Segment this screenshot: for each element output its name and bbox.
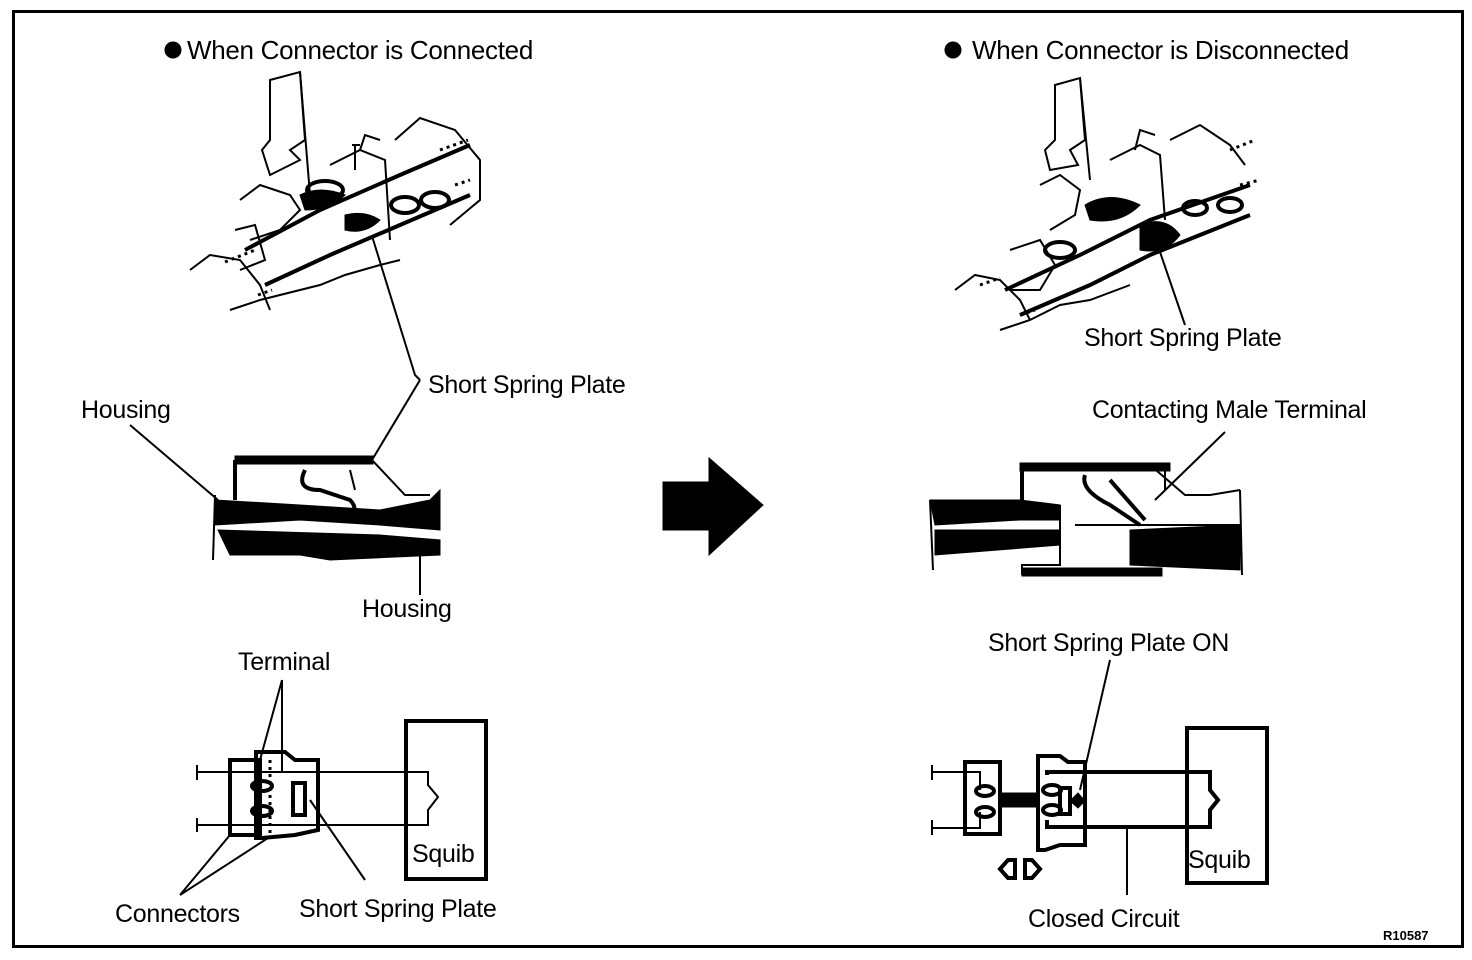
bullet-icon [944,41,962,59]
label-connectors: Connectors [115,900,240,928]
label-short-spring-plate-right: Short Spring Plate [1084,324,1282,352]
connected-circuit-schematic [196,719,488,881]
disconnected-connector-illustration [954,76,1261,331]
disconnected-circuit-schematic [931,726,1269,885]
label-squib-left: Squib [412,840,475,868]
leader-line [309,799,366,881]
label-squib-right: Squib [1188,846,1251,874]
bullet-icon [164,41,182,59]
connected-cross-section [212,455,441,561]
label-housing-bottom: Housing [362,595,452,623]
label-short-spring-plate-top: Short Spring Plate [428,371,626,399]
disconnected-title: When Connector is Disconnected [972,35,1349,65]
label-contacting-male-terminal: Contacting Male Terminal [1092,396,1367,424]
figure-code: R10587 [1383,928,1429,943]
label-housing-left: Housing [81,396,171,424]
leader-line [129,424,219,501]
leader-line [1154,431,1226,501]
leader-line [179,834,269,896]
label-short-spring-plate-on: Short Spring Plate ON [988,629,1230,657]
leader-line [259,679,283,772]
label-short-spring-plate-bottom: Short Spring Plate [299,895,497,923]
label-closed-circuit: Closed Circuit [1028,905,1180,933]
label-terminal: Terminal [238,648,331,676]
leader-line [1159,251,1186,326]
leader-line [371,379,421,461]
diagram-frame [12,10,1464,948]
connected-connector-illustration [189,70,481,311]
leader-line [1079,659,1111,791]
disconnected-cross-section [929,462,1243,577]
leader-line [371,235,421,381]
connected-title: When Connector is Connected [187,35,533,65]
arrow-right-icon [662,456,764,557]
